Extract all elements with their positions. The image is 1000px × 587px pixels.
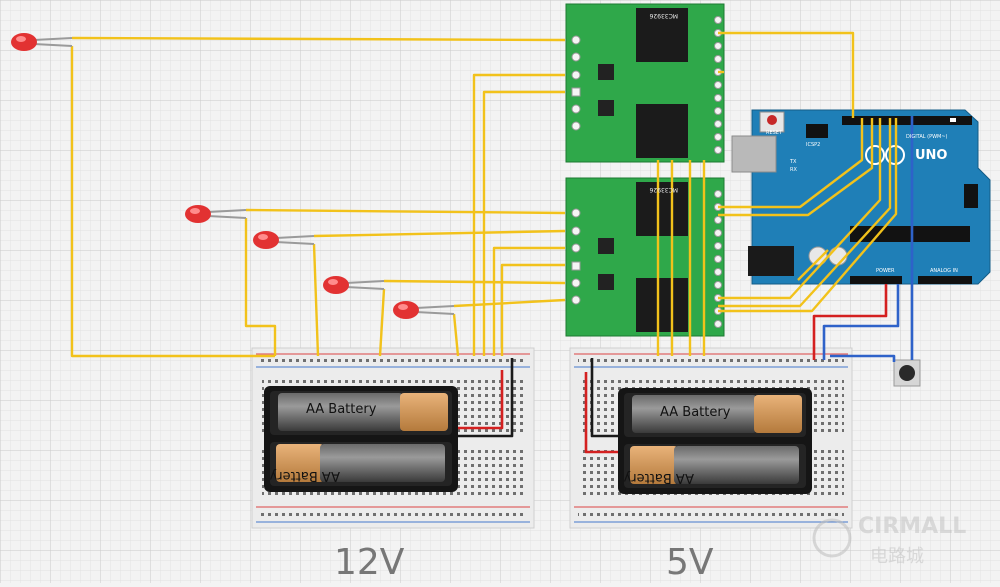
wire-25 <box>718 118 898 313</box>
wire-21 <box>718 118 864 209</box>
motor-driver-bottom <box>565 177 725 337</box>
reset-button-cap <box>767 115 777 125</box>
watermark-chinese: 电路城 <box>870 546 924 567</box>
wire-3 <box>245 208 566 215</box>
wire-8 <box>378 288 386 357</box>
led-4[interactable] <box>323 276 385 294</box>
led-1[interactable] <box>11 33 73 51</box>
wire-22 <box>718 118 874 217</box>
wire-19 <box>718 31 855 118</box>
atmega-chip <box>850 226 970 242</box>
wire-6 <box>312 243 320 357</box>
arduino-tx-label: TX <box>789 159 797 165</box>
led-3[interactable] <box>253 231 315 249</box>
battery-12v-top-label: AA Battery <box>306 402 377 417</box>
driver-bottom-chip-label: MC33926 <box>649 186 678 193</box>
watermark: CIRMALL 电路城 <box>812 514 966 567</box>
wires-layer <box>70 31 914 454</box>
digital-header <box>842 116 972 125</box>
driver-top-chip-label: MC33926 <box>649 12 678 19</box>
watermark-logo-icon <box>812 518 852 558</box>
wire-31 <box>812 284 888 360</box>
wire-1 <box>71 36 566 42</box>
arduino-brand-label: UNO <box>915 148 948 163</box>
wire-9 <box>453 298 566 308</box>
battery-5v-bottom-label: AA Battery <box>623 470 694 485</box>
arduino-power-label: POWER <box>876 268 895 274</box>
dc-jack <box>748 246 794 276</box>
analog-header <box>918 276 972 284</box>
battery-pack-12v <box>264 386 458 492</box>
battery-5v-top-label: AA Battery <box>660 405 731 420</box>
wire-29 <box>590 358 618 438</box>
wire-14 <box>500 263 565 356</box>
wire-2 <box>70 46 275 358</box>
arduino-uno-board <box>731 109 991 285</box>
arduino-icsp-label: ICSP2 <box>806 142 820 148</box>
battery-12v-bottom-label: AA Battery <box>269 468 340 483</box>
power-header <box>850 276 902 284</box>
watermark-name: CIRMALL <box>858 514 966 539</box>
led-5[interactable] <box>393 301 455 319</box>
wire-10 <box>452 313 460 357</box>
battery-pack-5v <box>618 388 812 494</box>
icsp-header <box>806 124 828 138</box>
arduino-reset-label: RESET <box>766 130 783 136</box>
wire-34 <box>830 354 896 362</box>
usb-connector <box>731 135 777 173</box>
led-2[interactable] <box>185 205 247 223</box>
wire-28 <box>458 358 514 438</box>
supply-label-12v: 12V <box>334 542 405 583</box>
arduino-analog-label: ANALOG IN <box>930 268 958 274</box>
wire-11 <box>472 73 565 356</box>
wire-24 <box>718 118 892 308</box>
wire-30 <box>584 372 618 454</box>
wire-13 <box>492 246 565 356</box>
wire-27 <box>458 370 504 430</box>
wire-32 <box>822 284 900 360</box>
wire-23 <box>718 118 882 300</box>
wire-4 <box>244 218 277 356</box>
arduino-logo-left <box>865 145 885 165</box>
supply-label-5v: 5V <box>666 542 714 583</box>
motor-driver-top <box>565 3 725 163</box>
push-button[interactable] <box>893 359 921 387</box>
wire-26 <box>797 249 829 281</box>
wire-5 <box>313 229 566 238</box>
arduino-rx-label: RX <box>790 167 797 173</box>
wire-12 <box>482 90 565 356</box>
arduino-digital-label: DIGITAL (PWM~) <box>906 134 948 140</box>
